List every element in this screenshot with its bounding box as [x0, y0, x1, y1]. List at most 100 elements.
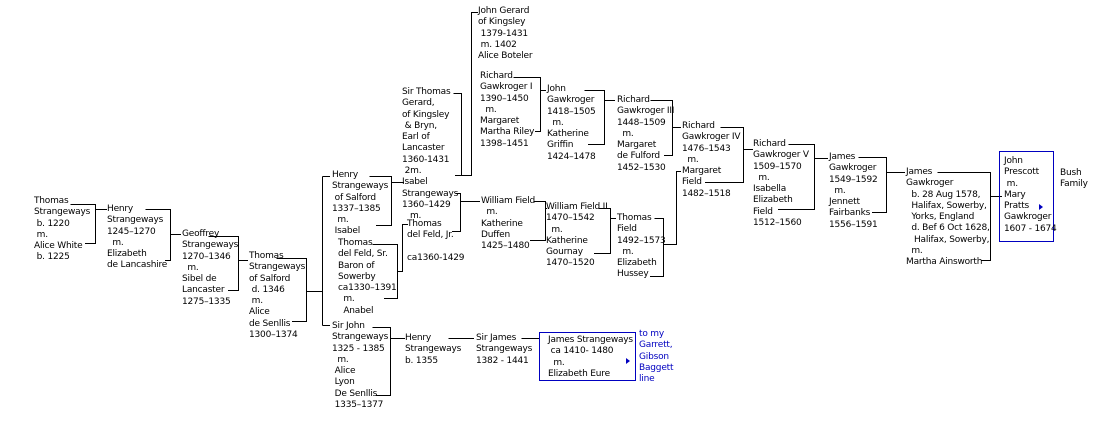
- text-line: Strangeways: [332, 332, 389, 343]
- text-line: Field: [753, 206, 773, 217]
- text-line: Katherine: [547, 129, 589, 140]
- text-line: 1482–1518: [682, 188, 731, 199]
- text-line: John: [547, 84, 566, 94]
- text-line: de Fulford: [617, 151, 660, 162]
- text-line: Gawkroger: [829, 163, 877, 174]
- text-line: Gawkroger III: [617, 106, 675, 117]
- text-line[interactable]: to my: [639, 329, 664, 339]
- connector-william-field: [530, 201, 547, 241]
- text-line[interactable]: Baggett: [639, 362, 674, 373]
- text-line: del Feld, Jr.: [407, 230, 454, 241]
- text-line: Earl of: [402, 132, 430, 143]
- text-line[interactable]: James Strangeways: [548, 335, 633, 345]
- text-line: Richard: [480, 71, 513, 81]
- text-line: Katherine: [481, 218, 523, 229]
- text-line: Richard: [753, 139, 786, 149]
- text-line: m.: [753, 172, 770, 183]
- text-line: Alice White: [34, 241, 83, 252]
- text-line[interactable]: Family: [1060, 179, 1088, 190]
- text-line: Martha Ainsworth: [906, 257, 983, 268]
- text-line: m.: [480, 104, 497, 115]
- text-line: 1337–1385: [332, 203, 381, 214]
- text-line: d. 1346: [249, 284, 285, 295]
- text-line: Sibel de: [182, 274, 217, 285]
- connector-del-feld-sr: [372, 224, 408, 299]
- text-line[interactable]: 1607 - 1674: [1004, 223, 1057, 234]
- text-line: Margaret: [617, 140, 657, 151]
- text-line[interactable]: John: [1004, 156, 1023, 166]
- text-line: Lancaster: [402, 143, 445, 154]
- text-line: m.: [546, 224, 563, 235]
- text-line: [407, 242, 464, 253]
- text-line: de Senllis: [249, 318, 291, 329]
- text-line: de Lancashire: [107, 260, 168, 271]
- connector-james-1549: [858, 157, 905, 213]
- text-line: William Field II: [546, 202, 608, 212]
- text-line[interactable]: Mary: [1004, 189, 1026, 200]
- text-line[interactable]: m.: [548, 357, 565, 368]
- text-line[interactable]: Pratts: [1004, 201, 1030, 212]
- text-line: Sir James: [476, 333, 517, 343]
- text-line: m.: [332, 215, 349, 226]
- text-line[interactable]: Gawkroger: [1004, 212, 1052, 223]
- text-line: of Salford: [332, 192, 376, 203]
- text-line[interactable]: m.: [1004, 178, 1018, 189]
- text-line[interactable]: Garrett,: [639, 340, 673, 351]
- text-line: Sir John: [332, 321, 365, 331]
- expand-arrow-icon[interactable]: [1039, 204, 1043, 210]
- connector-richard-5: [778, 144, 828, 210]
- text-line: 1379-1431: [478, 28, 528, 39]
- text-line: of Kingsley: [402, 109, 450, 120]
- text-line: 1270–1346: [182, 251, 231, 262]
- text-line: Margaret: [682, 166, 722, 177]
- text-line: Gawkroger V: [753, 150, 809, 161]
- text-line: Field: [617, 224, 637, 235]
- person-james-strangeways-1410[interactable]: James Strangeways ca 1410- 1480 m.Elizab…: [548, 335, 633, 380]
- person-box-james-strangeways[interactable]: James Strangeways ca 1410- 1480 m.Elizab…: [539, 332, 636, 381]
- text-line: Sowerby: [338, 271, 376, 282]
- text-line: d. Bef 6 Oct 1628,: [906, 223, 990, 234]
- text-line: Sir Thomas: [402, 87, 451, 97]
- text-line: m.: [682, 154, 699, 165]
- text-line: Isabella: [753, 184, 787, 195]
- text-line: 1390–1450: [480, 93, 529, 104]
- text-line: Gawkroger: [906, 178, 954, 189]
- text-line: Anabel: [338, 305, 374, 316]
- text-line: Field: [682, 177, 702, 188]
- connector-geoffrey: [208, 236, 248, 291]
- text-line[interactable]: ca 1410- 1480: [548, 346, 614, 357]
- connector-richard-3: [650, 100, 681, 156]
- text-line: Isabel: [402, 177, 428, 188]
- text-line: Geoffrey: [182, 229, 220, 239]
- text-line: Alice: [249, 307, 270, 318]
- text-line: b. 1220: [34, 218, 70, 229]
- text-line: Griffin: [547, 140, 574, 151]
- text-line: 1300–1374: [249, 330, 298, 341]
- text-line[interactable]: Prescott: [1004, 167, 1039, 178]
- text-line: Martha Riley: [480, 127, 535, 138]
- text-line[interactable]: Elizabeth Eure: [548, 368, 610, 379]
- text-line: Halifax, Sowerby,: [906, 200, 987, 211]
- text-line: Halifax, Sowerby,: [906, 234, 990, 245]
- text-line: Margaret: [480, 116, 520, 127]
- text-line[interactable]: Bush: [1060, 168, 1082, 178]
- text-line: m.: [617, 128, 634, 139]
- text-line: 1470–1520: [546, 258, 595, 269]
- expand-arrow-icon[interactable]: [626, 358, 630, 364]
- text-line[interactable]: line: [639, 374, 655, 385]
- text-line[interactable]: Gibson: [639, 351, 669, 362]
